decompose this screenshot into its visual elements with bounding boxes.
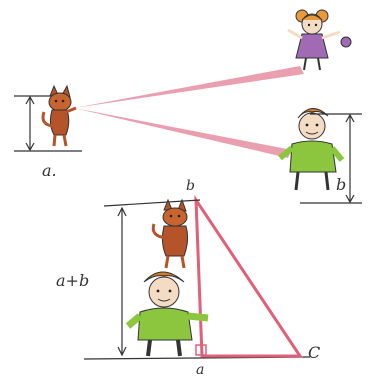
cat-height-label: a.: [42, 161, 57, 180]
girl-figure: [288, 10, 351, 70]
sight-line-upper: [74, 66, 304, 108]
base-left-label: a: [196, 362, 204, 377]
cat-figure: [43, 86, 76, 146]
base-corner-label: C: [308, 343, 320, 362]
cat-on-stack: [153, 200, 187, 268]
tower-top-label: b: [186, 178, 195, 194]
boy-figure-top: [280, 108, 342, 190]
stack-height-label: a+b: [56, 271, 89, 290]
sight-line-lower: [74, 108, 292, 158]
boy-on-stack: [128, 272, 208, 356]
climber-height-label: b: [336, 175, 346, 194]
sight-lines: [74, 66, 304, 158]
height-triangle: [196, 200, 300, 356]
